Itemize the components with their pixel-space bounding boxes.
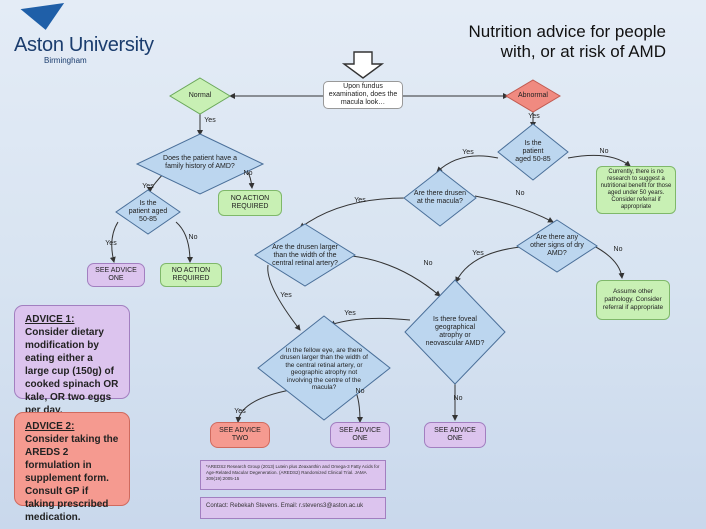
foveal-label: Is there foveal geographical atrophy or …: [425, 316, 485, 347]
abnormal-diamond: [505, 79, 561, 113]
edge-no: No: [453, 395, 463, 402]
edge-yes: Yes: [234, 408, 246, 415]
page-title: Nutrition advice for people with, or at …: [468, 22, 666, 61]
edge-no: No: [355, 388, 365, 395]
edge-yes: Yes: [105, 240, 117, 247]
drusen-larger-label: Are the drusen larger than the width of …: [272, 244, 338, 267]
aged-left-diamond: [115, 189, 181, 235]
edge-yes: Yes: [142, 183, 154, 190]
contact-info: Contact: Rebekah Stevens. Email: r.steve…: [200, 497, 386, 519]
advice-one-body: Consider dietary modification by eating …: [25, 327, 119, 416]
edge-no: No: [243, 170, 253, 177]
family-history-diamond: [135, 133, 265, 195]
see-advice-one-left: SEE ADVICE ONE: [87, 263, 145, 287]
normal-diamond: [169, 77, 231, 115]
edge-no: No: [423, 260, 433, 267]
fellow-eye-label: In the fellow eye, are there drusen larg…: [280, 346, 368, 392]
no-research-box: Currently, there is no research to sugge…: [596, 166, 676, 214]
edge-yes: Yes: [344, 310, 356, 317]
foveal-diamond: [404, 279, 506, 385]
edge-yes: Yes: [354, 197, 366, 204]
edge-yes: Yes: [472, 250, 484, 257]
dry-signs-label: Are there any other signs of dry AMD?: [530, 234, 584, 257]
start-box: Upon fundus examination, does the macula…: [323, 81, 403, 109]
no-action-box-1: NO ACTION REQUIRED: [218, 190, 282, 216]
advice-one-panel: ADVICE 1: Consider dietary modification …: [14, 305, 130, 416]
aged-left-label: Is the patient aged 50-85: [128, 200, 168, 223]
edge-yes: Yes: [204, 117, 216, 124]
drusen-macula-diamond: [403, 169, 477, 227]
fellow-eye-diamond: [257, 315, 391, 421]
aged-right-diamond: [497, 123, 569, 181]
advice-two-body: Consider taking the AREDS 2 formulation …: [25, 434, 119, 523]
edge-no: No: [515, 190, 525, 197]
reference-note: *AREDS2 Research Group (2013) Lutein plu…: [200, 460, 386, 490]
see-advice-one-mid: SEE ADVICE ONE: [330, 422, 390, 448]
see-advice-one-right: SEE ADVICE ONE: [424, 422, 486, 448]
edge-yes: Yes: [280, 292, 292, 299]
normal-label: Normal: [188, 92, 212, 99]
edge-no: No: [188, 234, 198, 241]
dry-signs-diamond: [516, 219, 598, 273]
advice-two-title: ADVICE 2:: [25, 421, 75, 432]
brand-sub: Birmingham: [44, 56, 87, 65]
edge-yes: Yes: [462, 149, 474, 156]
advice-two-panel: ADVICE 2: Consider taking the AREDS 2 fo…: [14, 412, 130, 523]
no-action-box-2: NO ACTION REQUIRED: [160, 263, 222, 287]
drusen-larger-diamond: [254, 223, 356, 287]
brand-name: Aston University: [14, 34, 154, 56]
edge-yes: Yes: [528, 113, 540, 120]
edge-no: No: [599, 148, 609, 155]
family-history-label: Does the patient have a family history o…: [163, 155, 237, 170]
abnormal-label: Abnormal: [518, 92, 548, 99]
edge-no: No: [613, 246, 623, 253]
down-arrow-icon: [341, 51, 385, 79]
drusen-macula-label: Are there drusen at the macula?: [413, 190, 467, 205]
advice-one-title: ADVICE 1:: [25, 314, 75, 325]
aged-right-label: Is the patient aged 50-85: [515, 140, 551, 163]
other-pathology-box: Assume other pathology. Consider referra…: [596, 280, 670, 320]
see-advice-two: SEE ADVICE TWO: [210, 422, 270, 448]
